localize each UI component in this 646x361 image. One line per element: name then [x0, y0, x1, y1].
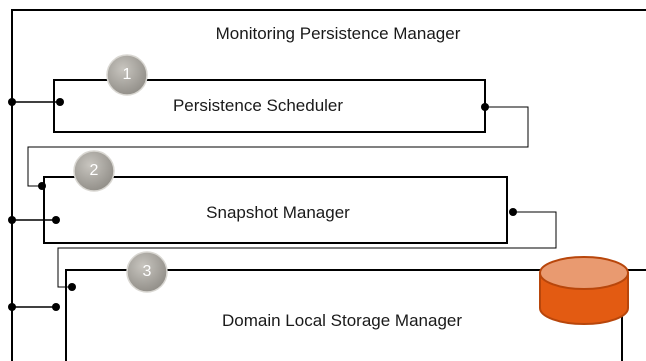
step-badge-3-number: 3	[142, 263, 152, 280]
diagram-title: Monitoring Persistence Manager	[215, 24, 461, 43]
dot-outer-box1	[8, 98, 16, 106]
step-badge-1	[106, 54, 148, 96]
dot-outer-box2	[8, 216, 16, 224]
domain-local-storage-manager-label: Domain Local Storage Manager	[221, 311, 463, 330]
domain-local-storage-manager-box	[65, 269, 646, 361]
dot-box1-left	[56, 98, 64, 106]
dot-box2-left	[52, 216, 60, 224]
step-badge-1-number: 1	[122, 66, 132, 83]
dot-box2-right	[509, 208, 517, 216]
connector-box2-to-box3	[57, 211, 557, 288]
snapshot-manager-label: Snapshot Manager	[206, 203, 350, 222]
persistence-scheduler-label: Persistence Scheduler	[172, 96, 344, 115]
database-cylinder-icon	[539, 256, 629, 325]
dot-outer-box3	[8, 303, 16, 311]
snapshot-manager-box	[43, 176, 508, 244]
dot-box1-right	[481, 103, 489, 111]
connector-box1-to-box2	[27, 106, 529, 187]
step-badge-2	[73, 150, 115, 192]
step-badge-3	[126, 251, 168, 293]
dot-box2-chain	[38, 182, 46, 190]
step-badge-2-number: 2	[89, 162, 99, 179]
outer-container-border	[11, 9, 646, 361]
dot-box3-left	[52, 303, 60, 311]
dot-box3-chain	[68, 283, 76, 291]
